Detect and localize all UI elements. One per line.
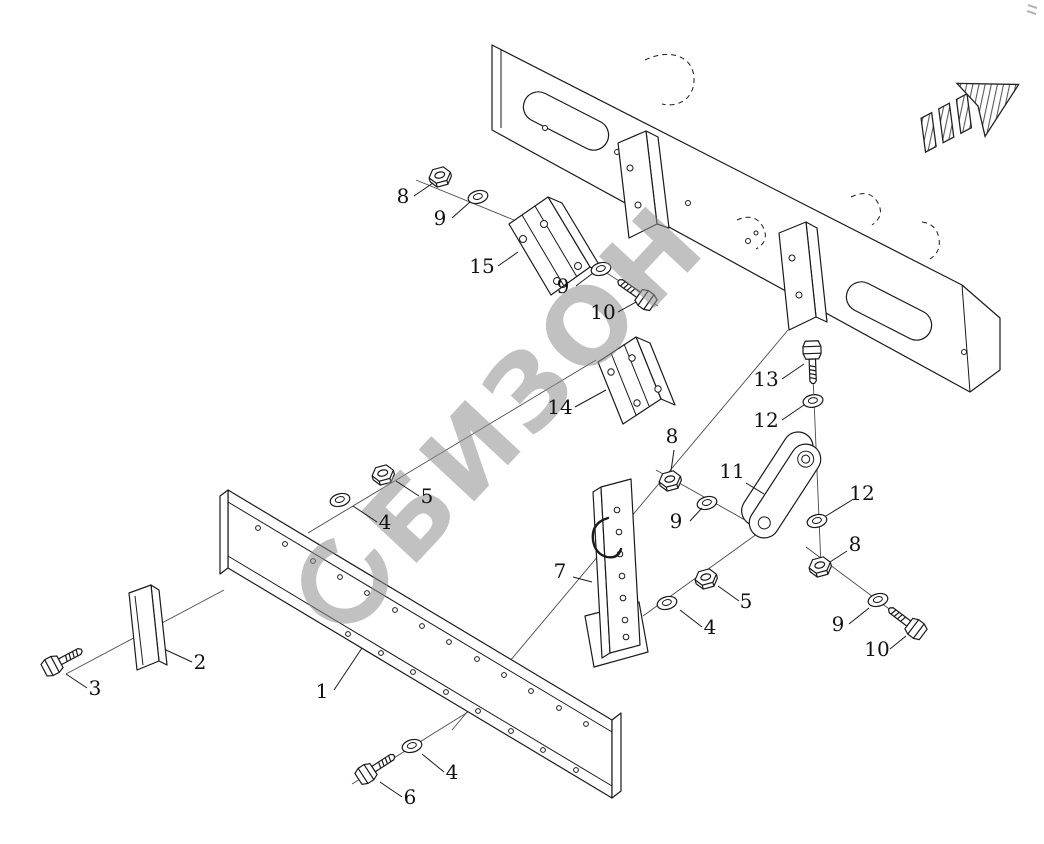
nut-8-top [426, 164, 454, 190]
beam-mounting-plate-right [778, 221, 828, 331]
washer-4-right [655, 593, 679, 613]
callout-9: 9 [832, 612, 845, 636]
callout-9: 9 [670, 509, 683, 533]
callout-10: 10 [590, 300, 615, 324]
callout-9: 9 [434, 206, 447, 230]
callout-12: 12 [753, 408, 778, 432]
part-14-bracket [597, 336, 676, 425]
part-7-hook-bracket [584, 478, 649, 668]
callout-13: 13 [753, 367, 778, 391]
callout-14: 14 [547, 395, 572, 419]
callout-11: 11 [719, 459, 744, 483]
bolt-3 [39, 641, 87, 679]
callout-7: 7 [554, 559, 567, 583]
callout-8: 8 [849, 532, 862, 556]
part-15-bracket [508, 196, 605, 296]
bumper-beam [491, 44, 1001, 393]
callouts: 8 9 15 9 10 14 13 12 8 11 9 12 8 5 4 7 5… [89, 184, 890, 809]
callout-8: 8 [397, 184, 410, 208]
nut-8-lower [806, 554, 834, 580]
callout-5: 5 [421, 484, 434, 508]
part-11-link [741, 431, 822, 539]
callout-5: 5 [740, 589, 753, 613]
nut-5-right [692, 566, 720, 592]
direction-arrow-icon [920, 82, 1020, 154]
washer-12-lower [805, 511, 829, 531]
corner-mark [1026, 4, 1038, 15]
callout-8: 8 [666, 424, 679, 448]
callout-4: 4 [704, 615, 717, 639]
callout-3: 3 [89, 676, 102, 700]
callout-1: 1 [316, 679, 329, 703]
callout-6: 6 [404, 785, 417, 809]
callout-4: 4 [379, 510, 392, 534]
washer-9-top [466, 187, 490, 207]
callout-4: 4 [446, 760, 459, 784]
callout-10: 10 [864, 637, 889, 661]
leader-lines [65, 182, 907, 798]
callout-15: 15 [469, 254, 494, 278]
part-2-plate [128, 584, 168, 671]
bolt-10-bottom [883, 601, 930, 643]
bolt-13 [802, 340, 823, 385]
callout-2: 2 [194, 650, 207, 674]
callout-12: 12 [849, 481, 874, 505]
bolt-6 [352, 747, 400, 788]
callout-9: 9 [557, 274, 570, 298]
hook [591, 516, 623, 559]
beam-mounting-plate-left [617, 130, 670, 239]
part-1-channel-beam [219, 489, 622, 799]
washer-9-link [695, 493, 719, 513]
washer-12-upper [801, 392, 825, 410]
